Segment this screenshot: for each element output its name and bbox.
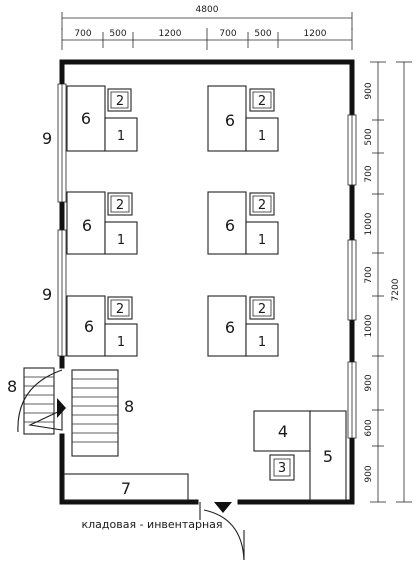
dim-right-1: 900 <box>364 82 374 99</box>
dim-top-5: 500 <box>254 29 271 39</box>
desk <box>207 85 247 152</box>
stool <box>249 296 275 320</box>
chair-label: 1 <box>258 129 266 144</box>
desk <box>66 85 106 152</box>
dim-top-4: 700 <box>219 29 236 39</box>
workstation-left-2: 6 1 2 <box>66 191 138 255</box>
workstation-left-3: 6 1 2 <box>66 295 138 357</box>
storage-caption: кладовая - инвентарная <box>81 518 222 531</box>
left-windows <box>57 83 67 357</box>
shelf-right: 5 <box>309 410 347 501</box>
chair-label: 1 <box>258 233 266 248</box>
dim-right-7: 900 <box>364 374 374 391</box>
desk-label: 6 <box>225 111 235 130</box>
dim-top-2: 500 <box>109 29 126 39</box>
desk-label: 6 <box>82 216 92 235</box>
desk <box>66 295 106 357</box>
stool-label: 2 <box>116 302 124 317</box>
chair <box>104 221 138 255</box>
cabinet: 4 <box>253 410 311 452</box>
stool-label: 2 <box>116 94 124 109</box>
top-segment-dimensions: 700 500 1200 700 500 1200 <box>61 28 353 50</box>
overall-width-dimension: 4800 <box>61 5 353 30</box>
bench: 7 <box>63 473 189 501</box>
dim-right-3: 700 <box>364 165 374 182</box>
stool <box>107 88 132 112</box>
desk-label: 6 <box>225 318 235 337</box>
overall-height-label: 7200 <box>391 278 401 301</box>
stool <box>107 296 133 320</box>
box-label: 3 <box>278 461 286 476</box>
dim-right-5: 700 <box>364 266 374 283</box>
desk <box>66 191 106 255</box>
stool <box>249 88 275 112</box>
stool <box>107 192 133 216</box>
dim-right-2: 500 <box>364 128 374 145</box>
chair <box>104 323 138 357</box>
overall-width-label: 4800 <box>196 5 219 15</box>
stool <box>249 192 275 216</box>
chair <box>245 117 279 152</box>
workstation-right-2: 6 1 2 <box>207 191 279 255</box>
dim-right-9: 900 <box>364 465 374 482</box>
stool-label: 2 <box>258 198 266 213</box>
stairs-label-inside: 8 <box>124 397 134 416</box>
chair <box>245 221 279 255</box>
dim-right-6: 1000 <box>364 314 374 337</box>
stool-label: 2 <box>258 302 266 317</box>
chair <box>104 117 138 152</box>
window-label-upper: 9 <box>42 129 52 148</box>
desk-label: 6 <box>81 109 91 128</box>
stool-label: 2 <box>116 198 124 213</box>
workstation-right-3: 6 1 2 <box>207 295 279 357</box>
right-segment-dimensions: 900 500 700 1000 700 1000 900 600 900 <box>364 61 386 503</box>
box: 3 <box>269 454 295 481</box>
dim-top-6: 1200 <box>304 29 327 39</box>
shelf-label: 5 <box>323 447 333 466</box>
dim-top-3: 1200 <box>159 29 182 39</box>
chair-label: 1 <box>117 233 125 248</box>
right-windows <box>347 114 357 439</box>
storage-door <box>199 502 245 561</box>
dim-right-8: 600 <box>364 419 374 436</box>
desk-label: 6 <box>225 216 235 235</box>
cabinet-label: 4 <box>278 422 288 441</box>
window-label-lower: 9 <box>42 285 52 304</box>
stairs-outside: 8 <box>7 367 55 435</box>
workstation-right-1: 6 1 2 <box>207 85 279 152</box>
bench-label: 7 <box>121 479 131 498</box>
dim-right-4: 1000 <box>364 212 374 235</box>
stool-label: 2 <box>258 94 266 109</box>
chair-label: 1 <box>117 335 125 350</box>
workstation-left-1: 6 1 2 <box>66 85 138 152</box>
stairs-label-outside: 8 <box>7 377 17 396</box>
dim-top-1: 700 <box>74 29 91 39</box>
chair <box>245 323 279 357</box>
entrance-door <box>17 369 66 433</box>
desk <box>207 191 247 255</box>
desk-label: 6 <box>84 317 94 336</box>
stairs-inside: 8 <box>71 369 134 457</box>
chair-label: 1 <box>258 335 266 350</box>
overall-height-dimension: 7200 <box>391 61 412 503</box>
chair-label: 1 <box>117 129 125 144</box>
